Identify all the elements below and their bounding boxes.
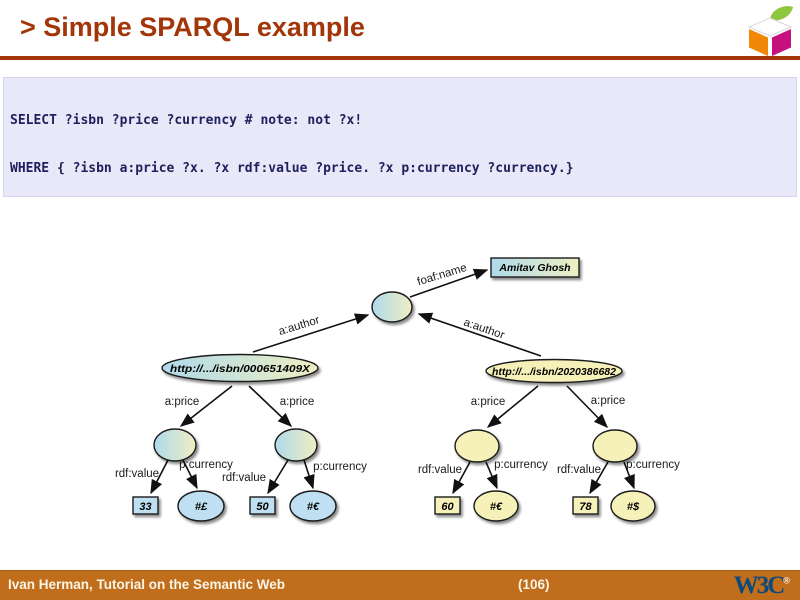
edge-p-currency-4 [623, 461, 635, 490]
label-p-currency-1: p:currency [179, 459, 233, 471]
edge-a-price-3 [486, 385, 539, 428]
currency-euro-node-2 [473, 490, 519, 522]
author-name-literal-box [490, 257, 580, 278]
edge-a-price-2 [248, 385, 293, 427]
footer-author: Ivan Herman, Tutorial on the Semantic We… [8, 577, 286, 592]
currency-euro-node-1 [289, 490, 337, 522]
cube-right-face [772, 29, 791, 56]
price-blank-node-3 [454, 429, 500, 463]
graph-nodes [132, 257, 656, 522]
value-60-box [434, 496, 461, 515]
value-33-box [132, 496, 159, 515]
value-78-text: 78 [579, 501, 592, 513]
price-blank-node-4 [592, 429, 638, 463]
label-p-currency-4: p:currency [626, 459, 680, 471]
code-line-2: WHERE { ?isbn a:price ?x. ?x rdf:value ?… [10, 161, 574, 176]
isbn2-uri-text: http://.../isbn/2020386682 [492, 366, 616, 378]
edge-a-price-1 [179, 385, 233, 427]
edge-a-author-left [252, 313, 370, 353]
edge-rdf-value-4 [589, 461, 609, 495]
leaf-icon [770, 6, 793, 21]
currency-dollar-node [610, 490, 656, 522]
graph-edges [150, 268, 635, 495]
label-rdf-value-3: rdf:value [418, 464, 462, 476]
label-rdf-value-2: rdf:value [222, 472, 266, 484]
footer-page-number: (106) [518, 577, 550, 592]
label-foaf-name: foaf:name [416, 262, 468, 288]
sparql-code-block: SELECT ?isbn ?price ?currency # note: no… [3, 77, 797, 197]
w3c-logo: W3C® [734, 572, 790, 600]
registered-mark: ® [783, 575, 790, 586]
currency-euro-text-2: #€ [490, 501, 503, 513]
value-78-box [572, 496, 599, 515]
edge-rdf-value-3 [452, 461, 471, 495]
cube-top-face [747, 17, 793, 37]
edge-rdf-value-2 [267, 459, 289, 495]
semantic-web-cube-logo [747, 6, 793, 56]
footer-bar: Ivan Herman, Tutorial on the Semantic We… [0, 570, 800, 600]
label-a-price-4: a:price [591, 395, 626, 407]
edge-foaf-name [409, 268, 489, 298]
label-a-price-1: a:price [165, 396, 200, 408]
label-a-price-2: a:price [280, 396, 315, 408]
title-divider [0, 56, 800, 60]
code-line-1: SELECT ?isbn ?price ?currency # note: no… [10, 113, 363, 128]
isbn2-uri-node [485, 358, 623, 384]
value-33-text: 33 [139, 501, 151, 513]
value-50-text: 50 [256, 501, 269, 513]
label-p-currency-3: p:currency [494, 459, 548, 471]
label-p-currency-2: p:currency [313, 461, 367, 473]
edge-p-currency-3 [485, 461, 498, 490]
value-60-text: 60 [441, 501, 454, 513]
currency-pound-node [177, 490, 225, 522]
label-a-author-right: a:author [462, 317, 506, 342]
label-a-price-3: a:price [471, 396, 506, 408]
currency-dollar-text: #$ [627, 501, 640, 513]
label-rdf-value-4: rdf:value [557, 464, 601, 476]
graph-node-labels: Amitav Ghosh http://.../isbn/000651409X … [139, 262, 640, 513]
edge-a-author-right [417, 312, 542, 357]
isbn1-uri-node [161, 353, 319, 383]
edge-p-currency-1 [182, 459, 198, 490]
author-blank-node [371, 291, 413, 323]
w3c-logo-text: W3C [733, 572, 786, 599]
cube-left-face [749, 29, 768, 56]
currency-euro-text-1: #€ [307, 501, 320, 513]
edge-a-price-4 [566, 385, 609, 429]
label-a-author-left: a:author [277, 314, 321, 338]
currency-pound-text: #£ [195, 501, 208, 513]
price-blank-node-1 [153, 428, 197, 462]
author-name-text: Amitav Ghosh [498, 262, 570, 274]
isbn1-uri-text: http://.../isbn/000651409X [170, 363, 311, 375]
edge-rdf-value-1 [150, 459, 169, 495]
value-50-box [249, 496, 276, 515]
page-title: > Simple SPARQL example [20, 12, 365, 42]
price-blank-node-2 [274, 428, 318, 462]
label-rdf-value-1: rdf:value [115, 468, 159, 480]
edge-p-currency-2 [303, 459, 315, 490]
